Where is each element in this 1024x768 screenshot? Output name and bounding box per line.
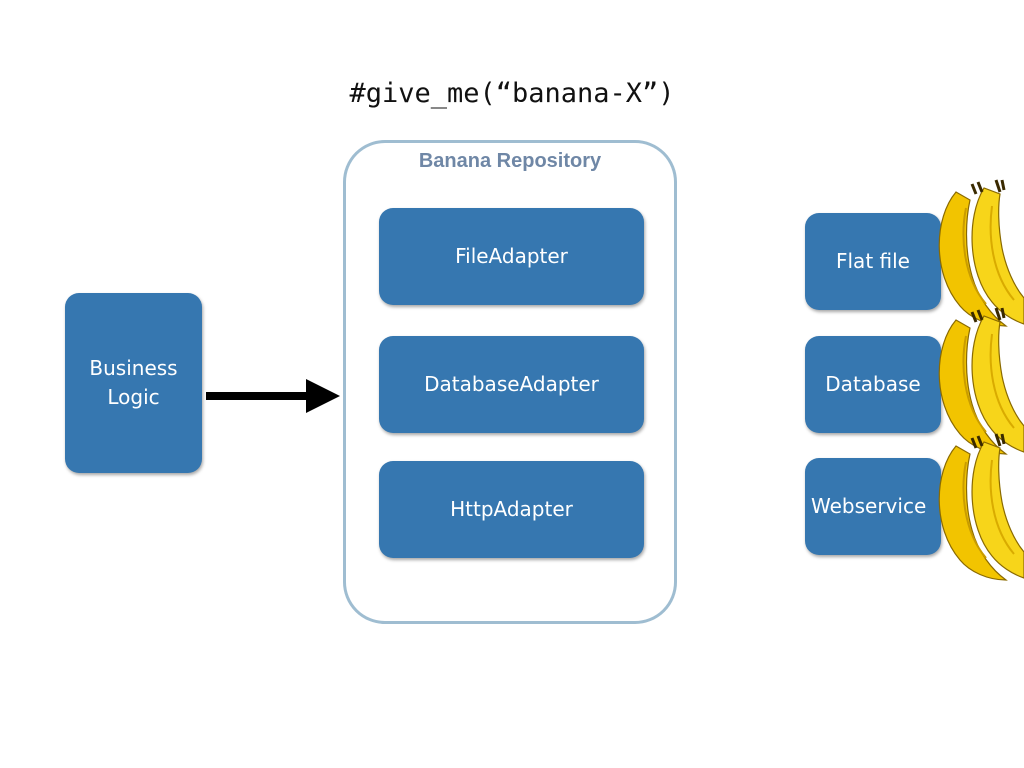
page-title: #give_me(“banana-X”): [349, 78, 675, 109]
adapter-label: DatabaseAdapter: [424, 372, 599, 396]
banana-icon: [938, 433, 1024, 581]
business-logic-label: Business Logic: [89, 356, 178, 409]
source-label: Database: [825, 372, 921, 396]
adapter-label: HttpAdapter: [450, 497, 573, 521]
adapter-label: FileAdapter: [455, 244, 568, 268]
database-box: Database: [805, 336, 941, 433]
source-label: Webservice: [811, 494, 927, 518]
repository-title: Banana Repository: [418, 150, 602, 172]
banana-icon: [938, 307, 1024, 455]
http-adapter-box: HttpAdapter: [379, 461, 644, 558]
arrow-right-icon: [206, 379, 340, 413]
business-logic-box: Business Logic: [65, 293, 202, 473]
flat-file-box: Flat file: [805, 213, 941, 310]
webservice-box: Webservice: [805, 458, 941, 555]
database-adapter-box: DatabaseAdapter: [379, 336, 644, 433]
file-adapter-box: FileAdapter: [379, 208, 644, 305]
banana-icon: [938, 179, 1024, 327]
source-label: Flat file: [836, 249, 910, 273]
